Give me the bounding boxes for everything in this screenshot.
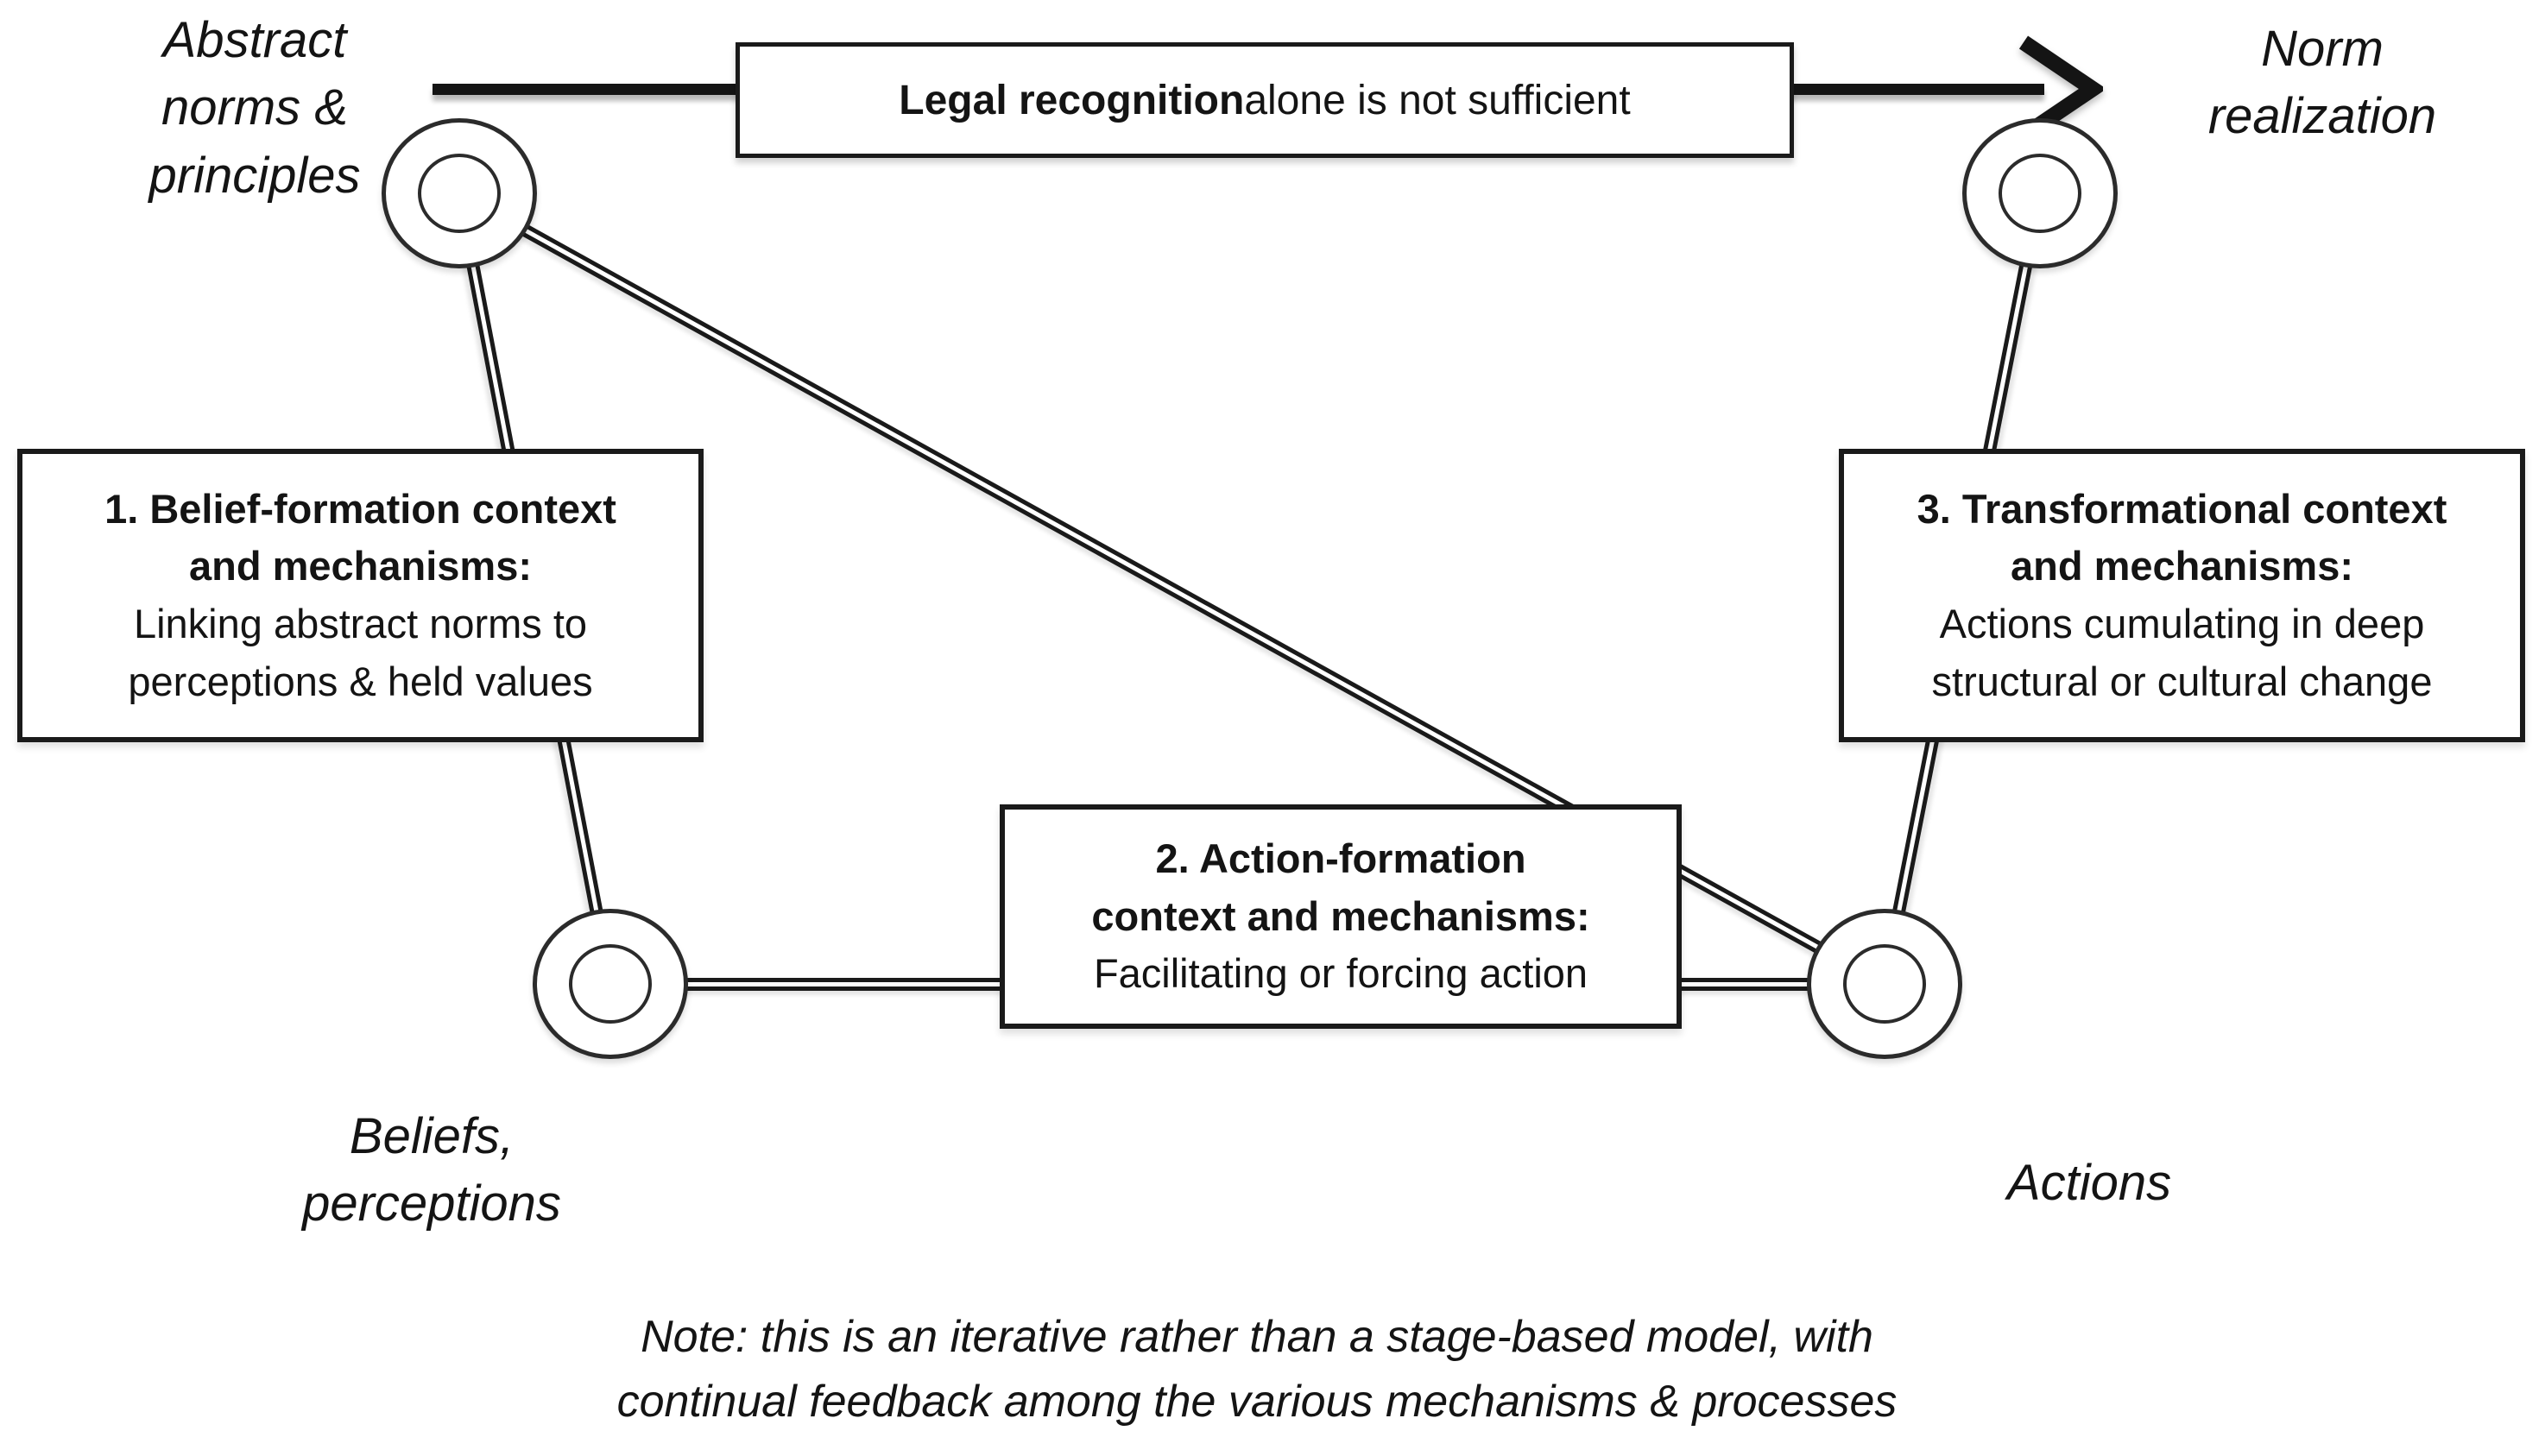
- node-beliefs-perceptions: [533, 909, 688, 1059]
- belief-formation-heading: 1. Belief-formation context and mechanis…: [104, 485, 616, 589]
- label-actions: Actions: [2006, 1155, 2172, 1211]
- node-inner-ring: [1843, 944, 1926, 1024]
- transformational-heading: 3. Transformational context and mechanis…: [1917, 485, 2447, 589]
- label-norm-realization: Norm realization: [2207, 21, 2437, 145]
- belief-formation-box: 1. Belief-formation context and mechanis…: [17, 449, 704, 742]
- label-abstract-norms: Abstract norms & principles: [148, 12, 361, 204]
- label-beliefs-perceptions: Beliefs, perceptions: [302, 1108, 561, 1232]
- node-inner-ring: [569, 944, 652, 1024]
- action-formation-box: 2. Action-formation context and mechanis…: [1000, 804, 1682, 1029]
- legal-recognition-label-rest: alone is not sufficient: [1244, 77, 1631, 123]
- belief-formation-body: Linking abstract norms to perceptions & …: [128, 601, 593, 704]
- node-abstract-norms: [382, 118, 537, 268]
- iterative-model-note: Note: this is an iterative rather than a…: [616, 1312, 1898, 1428]
- transformational-box: 3. Transformational context and mechanis…: [1839, 449, 2525, 742]
- legal-recognition-label-bold: Legal recognition: [899, 77, 1245, 123]
- legal-recognition-box: Legal recognition alone is not sufficien…: [736, 42, 1794, 158]
- action-formation-body: Facilitating or forcing action: [1093, 950, 1588, 997]
- action-formation-heading: 2. Action-formation context and mechanis…: [1091, 835, 1590, 939]
- node-norm-realization: [1962, 118, 2118, 268]
- node-actions: [1807, 909, 1962, 1059]
- transformational-body: Actions cumulating in deep structural or…: [1931, 601, 2433, 704]
- node-inner-ring: [1999, 154, 2081, 233]
- node-inner-ring: [418, 154, 501, 233]
